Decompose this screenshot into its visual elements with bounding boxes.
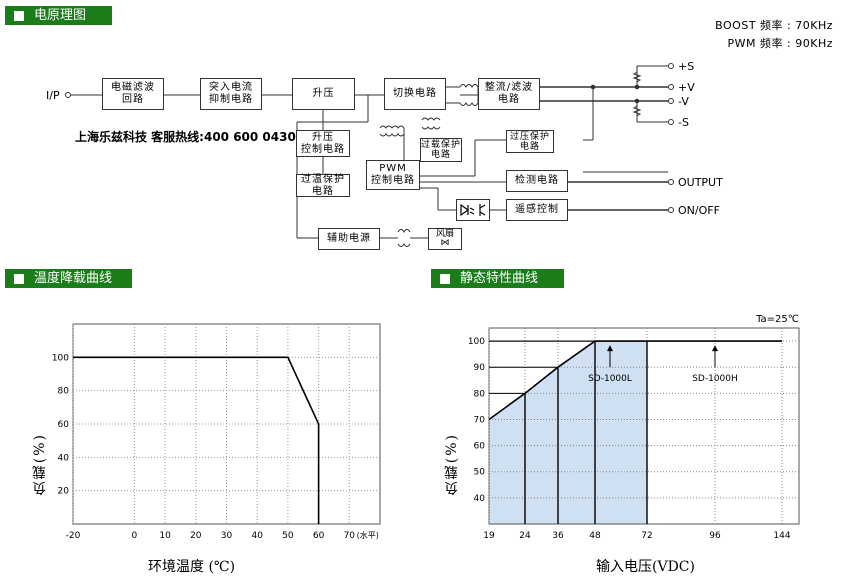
y-tick-label: 60: [474, 442, 486, 452]
boost-block: 升压: [292, 78, 355, 110]
low-range-area: [489, 341, 647, 524]
square-icon: [440, 273, 450, 284]
x-tick-label: -20: [66, 531, 81, 541]
aux-power-block: 辅助电源: [318, 228, 380, 250]
olp-block: 过载保护 电路: [420, 138, 462, 162]
switch-circuit-block: 切换电路: [384, 78, 446, 110]
arrow-head: [712, 345, 718, 352]
static-chart: Ta=25℃ 40 50 60 70 80 90 100 19 24 36 48 72 96 144 SD-1…: [468, 314, 800, 541]
x-tick-label: 70: [344, 531, 356, 541]
header-derating: 温度降载曲线: [5, 269, 132, 288]
derating-y-axis-label: 负载(%): [32, 433, 48, 496]
x-tick-label: 40: [251, 531, 263, 541]
x-unit-label: (水平): [357, 530, 379, 540]
derating-chart: 20 40 60 80 100 -20 0 10 20 30 40 50 60 70(水平): [52, 323, 381, 541]
optocoupler-icon: [460, 203, 486, 217]
y-tick-label: 40: [58, 453, 70, 463]
plus-s-terminal-label: +S: [678, 60, 695, 73]
boost-control-block: 升压 控制电路: [296, 130, 350, 157]
x-tick-label: 50: [282, 531, 294, 541]
boost-frequency: BOOST 频率 : 70KHz: [715, 19, 833, 32]
y-tick-label: 50: [474, 468, 486, 478]
y-tick-label: 20: [58, 487, 70, 497]
plus-v-terminal-label: +V: [678, 81, 695, 94]
x-tick-label: 72: [641, 531, 652, 541]
y-tick-label: 80: [58, 387, 70, 397]
header-label: 电原理图: [34, 8, 87, 23]
series-line: [73, 356, 320, 524]
x-tick-label: 96: [709, 531, 721, 541]
y-tick-label: 80: [474, 389, 486, 399]
x-tick-label: 10: [159, 531, 171, 541]
hotline-text: 上海乐兹科技 客服热线:400 600 0430: [75, 130, 296, 144]
square-icon: [14, 273, 24, 284]
pwm-control-block: PWM 控制电路: [366, 160, 420, 190]
x-tick-label: 30: [221, 531, 233, 541]
optocoupler-block: [456, 199, 490, 221]
static-y-axis-label: 负载(%): [444, 433, 460, 496]
fan-label: 风扇: [435, 229, 454, 239]
annotation-sd-1000l: SD-1000L: [588, 374, 632, 384]
remote-control-block: 遥感控制: [506, 199, 568, 221]
temperature-note: Ta=25℃: [755, 314, 799, 325]
header-block-diagram: 电原理图: [5, 6, 112, 25]
otp-block: 过温保护 电路: [296, 174, 350, 197]
x-tick-label: 144: [773, 531, 790, 541]
static-x-axis-label: 输入电压(VDC): [596, 559, 695, 575]
inrush-limiter-block: 突入电流 抑制电路: [200, 78, 262, 110]
rectifier-filter-block: 整流/滤波 电路: [478, 78, 540, 110]
output-terminal-label: OUTPUT: [678, 176, 723, 189]
series-line: [488, 340, 782, 421]
detect-circuit-block: 检测电路: [506, 170, 568, 192]
x-tick-label: 0: [132, 531, 138, 541]
ovp-block: 过压保护 电路: [506, 130, 554, 153]
fan-icon: ⋈: [440, 238, 450, 248]
x-tick-label: 48: [589, 531, 601, 541]
minus-s-terminal-label: -S: [678, 116, 689, 129]
annotation-sd-1000h: SD-1000H: [692, 374, 738, 384]
x-tick-label: 60: [313, 531, 325, 541]
y-tick-label: 90: [474, 363, 486, 373]
header-static: 静态特性曲线: [431, 269, 564, 288]
emi-filter-block: 电磁滤波 回路: [102, 78, 164, 110]
x-tick-label: 24: [519, 531, 531, 541]
x-tick-label: 36: [552, 531, 564, 541]
square-icon: [14, 10, 24, 21]
fan-block: 风扇 ⋈: [428, 228, 462, 250]
pwm-frequency: PWM 频率 : 90KHz: [727, 37, 833, 50]
x-tick-label: 20: [190, 531, 202, 541]
y-tick-label: 40: [474, 494, 486, 504]
y-tick-label: 60: [58, 420, 70, 430]
y-tick-label: 100: [468, 337, 485, 347]
x-tick-label: 19: [483, 531, 495, 541]
input-terminal-label: I/P: [46, 89, 60, 102]
arrow-head: [607, 345, 613, 352]
derating-x-axis-label: 环境温度 (℃): [148, 559, 236, 575]
header-label: 温度降载曲线: [34, 271, 113, 286]
onoff-terminal-label: ON/OFF: [678, 204, 720, 217]
plot-frame: [488, 327, 800, 525]
y-tick-label: 100: [52, 353, 69, 363]
y-tick-label: 70: [474, 415, 486, 425]
minus-v-terminal-label: -V: [678, 95, 689, 108]
header-label: 静态特性曲线: [460, 271, 539, 286]
